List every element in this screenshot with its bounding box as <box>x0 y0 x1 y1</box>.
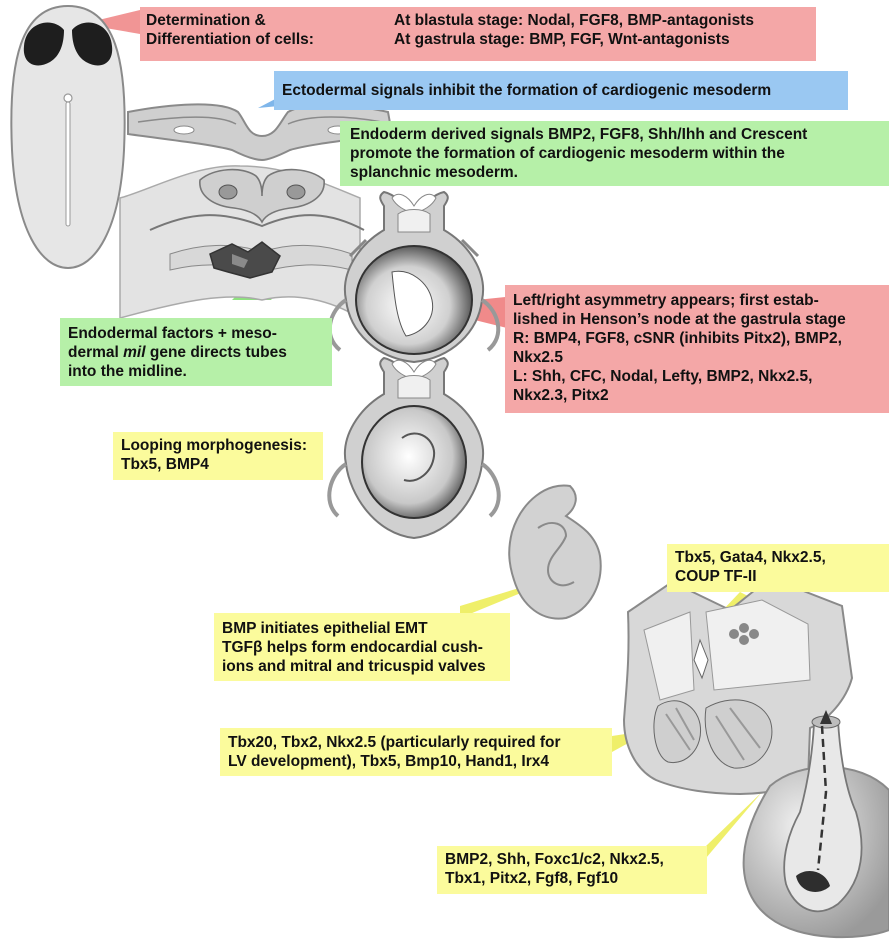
bmp2-shh-line-2: Tbx1, Pitx2, Fgf8, Fgf10 <box>445 869 707 888</box>
label-tbx20: Tbx20, Tbx2, Nkx2.5 (particularly requir… <box>220 728 612 776</box>
looping-line-1: Looping morphogenesis: <box>121 436 323 455</box>
embryo-transverse-section <box>120 166 364 318</box>
endodermal-factors-line-2: dermal mil gene directs tubes <box>68 343 332 362</box>
determination-line-1: Determination & <box>146 11 314 30</box>
tbx5-gata4-line-2: COUP TF-II <box>675 567 889 586</box>
endoderm-signals-line-2: promote the formation of cardiogenic mes… <box>350 144 889 163</box>
endodermal-factors-line-1: Endodermal factors + meso- <box>68 324 332 343</box>
tbx5-gata4-line-1: Tbx5, Gata4, Nkx2.5, <box>675 548 889 567</box>
label-endodermal-factors: Endodermal factors + meso- dermal mil ge… <box>60 318 332 386</box>
label-left-right-asymmetry: Left/right asymmetry appears; first esta… <box>505 285 889 413</box>
heart-stage-looping <box>329 358 498 538</box>
asymmetry-right-line-1: R: BMP4, FGF8, cSNR (inhibits Pitx2), BM… <box>513 329 889 348</box>
determination-line-2: Differentiation of cells: <box>146 30 314 49</box>
asymmetry-left-line-1: L: Shh, CFC, Nodal, Lefty, BMP2, Nkx2.5, <box>513 367 889 386</box>
blastula-stage-text: At blastula stage: Nodal, FGF8, BMP-anta… <box>394 11 754 30</box>
gastrula-stage-text: At gastrula stage: BMP, FGF, Wnt-antagon… <box>394 30 754 49</box>
label-ectoderm: Ectodermal signals inhibit the formation… <box>274 71 848 110</box>
label-endoderm-signals: Endoderm derived signals BMP2, FGF8, Shh… <box>340 121 889 186</box>
endodermal-factors-line-3: into the midline. <box>68 362 332 381</box>
tbx20-line-1: Tbx20, Tbx2, Nkx2.5 (particularly requir… <box>228 733 612 752</box>
bmp-emt-line-2: TGFβ helps form endocardial cush- <box>222 638 510 657</box>
endoderm-signals-line-3: splanchnic mesoderm. <box>350 163 889 182</box>
asymmetry-line-1: Left/right asymmetry appears; first esta… <box>513 291 889 310</box>
ectoderm-text: Ectodermal signals inhibit the formation… <box>282 81 848 100</box>
heart-s-shape <box>509 485 600 618</box>
embryo-disc <box>11 6 124 268</box>
asymmetry-right-line-2: Nkx2.5 <box>513 348 889 367</box>
tbx20-line-2: LV development), Tbx5, Bmp10, Hand1, Irx… <box>228 752 612 771</box>
bmp2-shh-line-1: BMP2, Shh, Foxc1/c2, Nkx2.5, <box>445 850 707 869</box>
label-bmp2-shh: BMP2, Shh, Foxc1/c2, Nkx2.5, Tbx1, Pitx2… <box>437 846 707 894</box>
asymmetry-line-2: lished in Henson’s node at the gastrula … <box>513 310 889 329</box>
label-bmp-emt: BMP initiates epithelial EMT TGFβ helps … <box>214 613 510 681</box>
asymmetry-left-line-2: Nkx2.3, Pitx2 <box>513 386 889 405</box>
endoderm-signals-line-1: Endoderm derived signals BMP2, FGF8, Shh… <box>350 125 889 144</box>
looping-line-2: Tbx5, BMP4 <box>121 455 323 474</box>
bmp-emt-line-1: BMP initiates epithelial EMT <box>222 619 510 638</box>
mil-gene-italic: mil <box>123 344 145 361</box>
label-tbx5-gata4: Tbx5, Gata4, Nkx2.5, COUP TF-II <box>667 544 889 592</box>
label-determination: Determination & Differentiation of cells… <box>140 7 816 61</box>
label-looping-morphogenesis: Looping morphogenesis: Tbx5, BMP4 <box>113 432 323 480</box>
bmp-emt-line-3: ions and mitral and tricuspid valves <box>222 657 510 676</box>
